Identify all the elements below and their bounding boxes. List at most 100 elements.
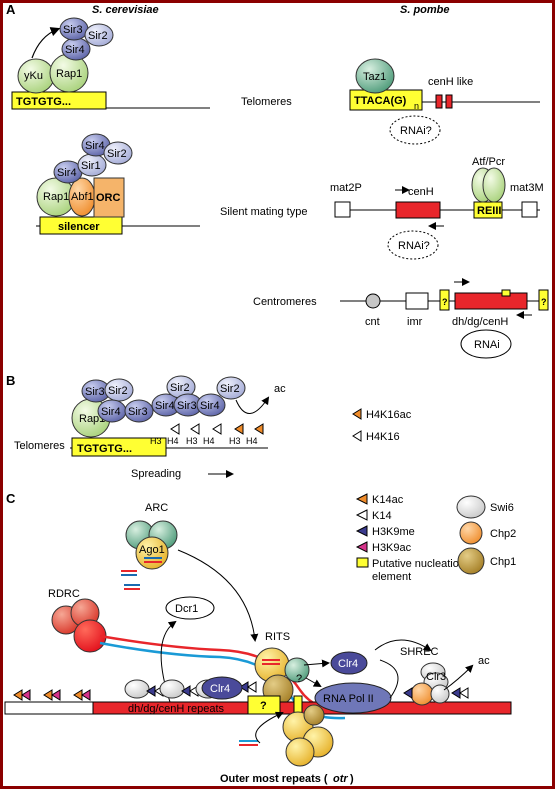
recruit-arrow [31,27,61,59]
clr3-label: Clr3 [426,671,446,683]
s-pombe-label: S. pombe [400,4,450,16]
ttaca-subscript: n [414,101,419,111]
b-telomeres-label: Telomeres [14,440,65,452]
legend-h3k9ac-icon [355,541,368,553]
legend-k14ac-icon [355,493,368,505]
inhibit-line [379,659,399,699]
mating-sir2-label: Sir2 [107,148,127,160]
clr4-label-lower: Clr4 [210,683,230,695]
imr-box [405,292,429,310]
rnai-bubble-telomere [389,115,441,145]
b-sir3b [124,399,154,423]
mating-right-cluster: mat2P cenH REIII Atf/Pcr mat3M RNAi? [330,156,544,260]
dhdg-inner-mark [501,289,511,297]
b-h4k16-tri-2 [190,423,200,435]
pcr-protein [482,167,506,203]
lower-rits-cluster [282,704,334,767]
legend-h4k16ac-icon [352,408,362,420]
legend-chp1-icon [457,547,485,575]
mating-left-cluster: silencer Rap1 Abf1 ORC Sir4 Sir1 Sir4 Si… [36,133,200,235]
s-cerevisiae-label: S. cerevisiae [92,4,159,16]
legend-chp2-label: Chp2 [490,528,516,540]
pol2-to-shrec-arrow [374,639,432,652]
arc-complex: ARC Ago1 [125,502,259,642]
b-sir4b-label: Sir4 [155,400,175,412]
clr4-bubble-lower [201,676,243,700]
telomere-left-cluster: TGTGTG... yKu Rap1 Sir4 Sir3 Sir2 [11,17,210,110]
b-h4k16-tri-3 [212,423,222,435]
b-rap1-label: Rap1 [79,413,105,425]
rits-label: RITS [265,631,290,643]
b-ac-label: ac [274,383,286,395]
mating-rap1-label: Rap1 [43,191,69,203]
shrec-deacetyl-arrow [443,664,474,691]
orc-complex [93,177,125,218]
shrec-ac-label: ac [478,655,490,667]
telomere-right-cluster: TTACA(G) n Taz1 cenH like RNAi? [349,58,540,145]
rnai-telomere-label: RNAi? [400,125,432,137]
mat2p-box [334,201,351,218]
rdrc-complex: RDRC [48,588,107,653]
panel-c-legend-right: Swi6 Chp2 Chp1 [456,495,516,575]
mat3m-label: mat3M [510,182,544,194]
rdrc-label: RDRC [48,588,80,600]
nucleation-element-box [247,695,281,715]
legend-h4k16-label: H4K16 [366,431,400,443]
legend-h3k9me-label: H3K9me [372,526,415,538]
b-tgtg-box [71,437,167,457]
dhdg-repeats-label: dh/dg/cenH repeats [128,703,225,715]
legend-nucleation-icon [356,557,369,568]
tgtg-repeat-label: TGTGTG... [16,96,71,108]
b-sir2a-label: Sir2 [108,385,128,397]
silencer-label: silencer [58,221,100,233]
imr-label: imr [407,316,423,328]
b-sir2c [216,376,246,400]
rnai-bubble-mating [387,230,439,260]
b-sir4c [196,393,226,417]
q-arrow [305,677,322,687]
rna-pol-ii-label: RNA Pol II [323,693,374,705]
chromosome-white-segment [4,701,94,715]
question-mark-label: ? [296,673,302,685]
b-h4-1: H4 [167,436,179,446]
otr-transcript-arrow [255,711,284,744]
b-sir4c-label: Sir4 [200,400,220,412]
nucleation-q-left: ? [442,297,448,307]
nucleation-box-right [538,289,549,311]
otr-label: Outer most repeats ( [220,773,328,785]
yku-label: yKu [24,70,43,82]
rnai-bubble-centromere [460,329,512,359]
tgtg-repeat-box [11,91,107,110]
mat3m-box [521,201,538,218]
reiii-label: REIII [477,205,501,217]
otr-label-end: ) [350,773,354,785]
b-h4k16-tri-1 [170,423,180,435]
b-sir3c-label: Sir3 [177,400,197,412]
legend-k14ac-label: K14ac [372,494,404,506]
legend-h3k9ac-label: H3K9ac [372,542,412,554]
row-telomeres-label: Telomeres [241,96,292,108]
cenh-like-block-1 [435,94,443,109]
legend-h4k16ac-label: H4K16ac [366,409,412,421]
rna-pol-ii [314,682,392,714]
nucleation-box-left [439,289,450,311]
b-sir4a-label: Sir4 [101,406,121,418]
b-sir3b-label: Sir3 [128,406,148,418]
sir2-label: Sir2 [88,30,108,42]
legend-chp1-label: Chp1 [490,556,516,568]
panel-b-letter: B [6,373,15,388]
sirna-duplexes [121,570,140,590]
legend-k14-label: K14 [372,510,392,522]
legend-nucleation-label: Putative nucleation [372,558,465,570]
b-h4k16ac-tri-1 [234,423,244,435]
cenh-like-label: cenH like [428,76,473,88]
panel-b-cluster: TGTGTG... Telomeres Rap1 Sir3 Sir2 Sir4 … [14,375,412,480]
b-h4-3: H4 [246,436,258,446]
mating-sir4-label: Sir4 [57,167,77,179]
shrec-complex: SHREC Clr3 ac [400,646,490,706]
ago1-label: Ago1 [139,544,165,556]
b-h4-2: H4 [203,436,215,446]
b-h3-2: H3 [186,436,198,446]
